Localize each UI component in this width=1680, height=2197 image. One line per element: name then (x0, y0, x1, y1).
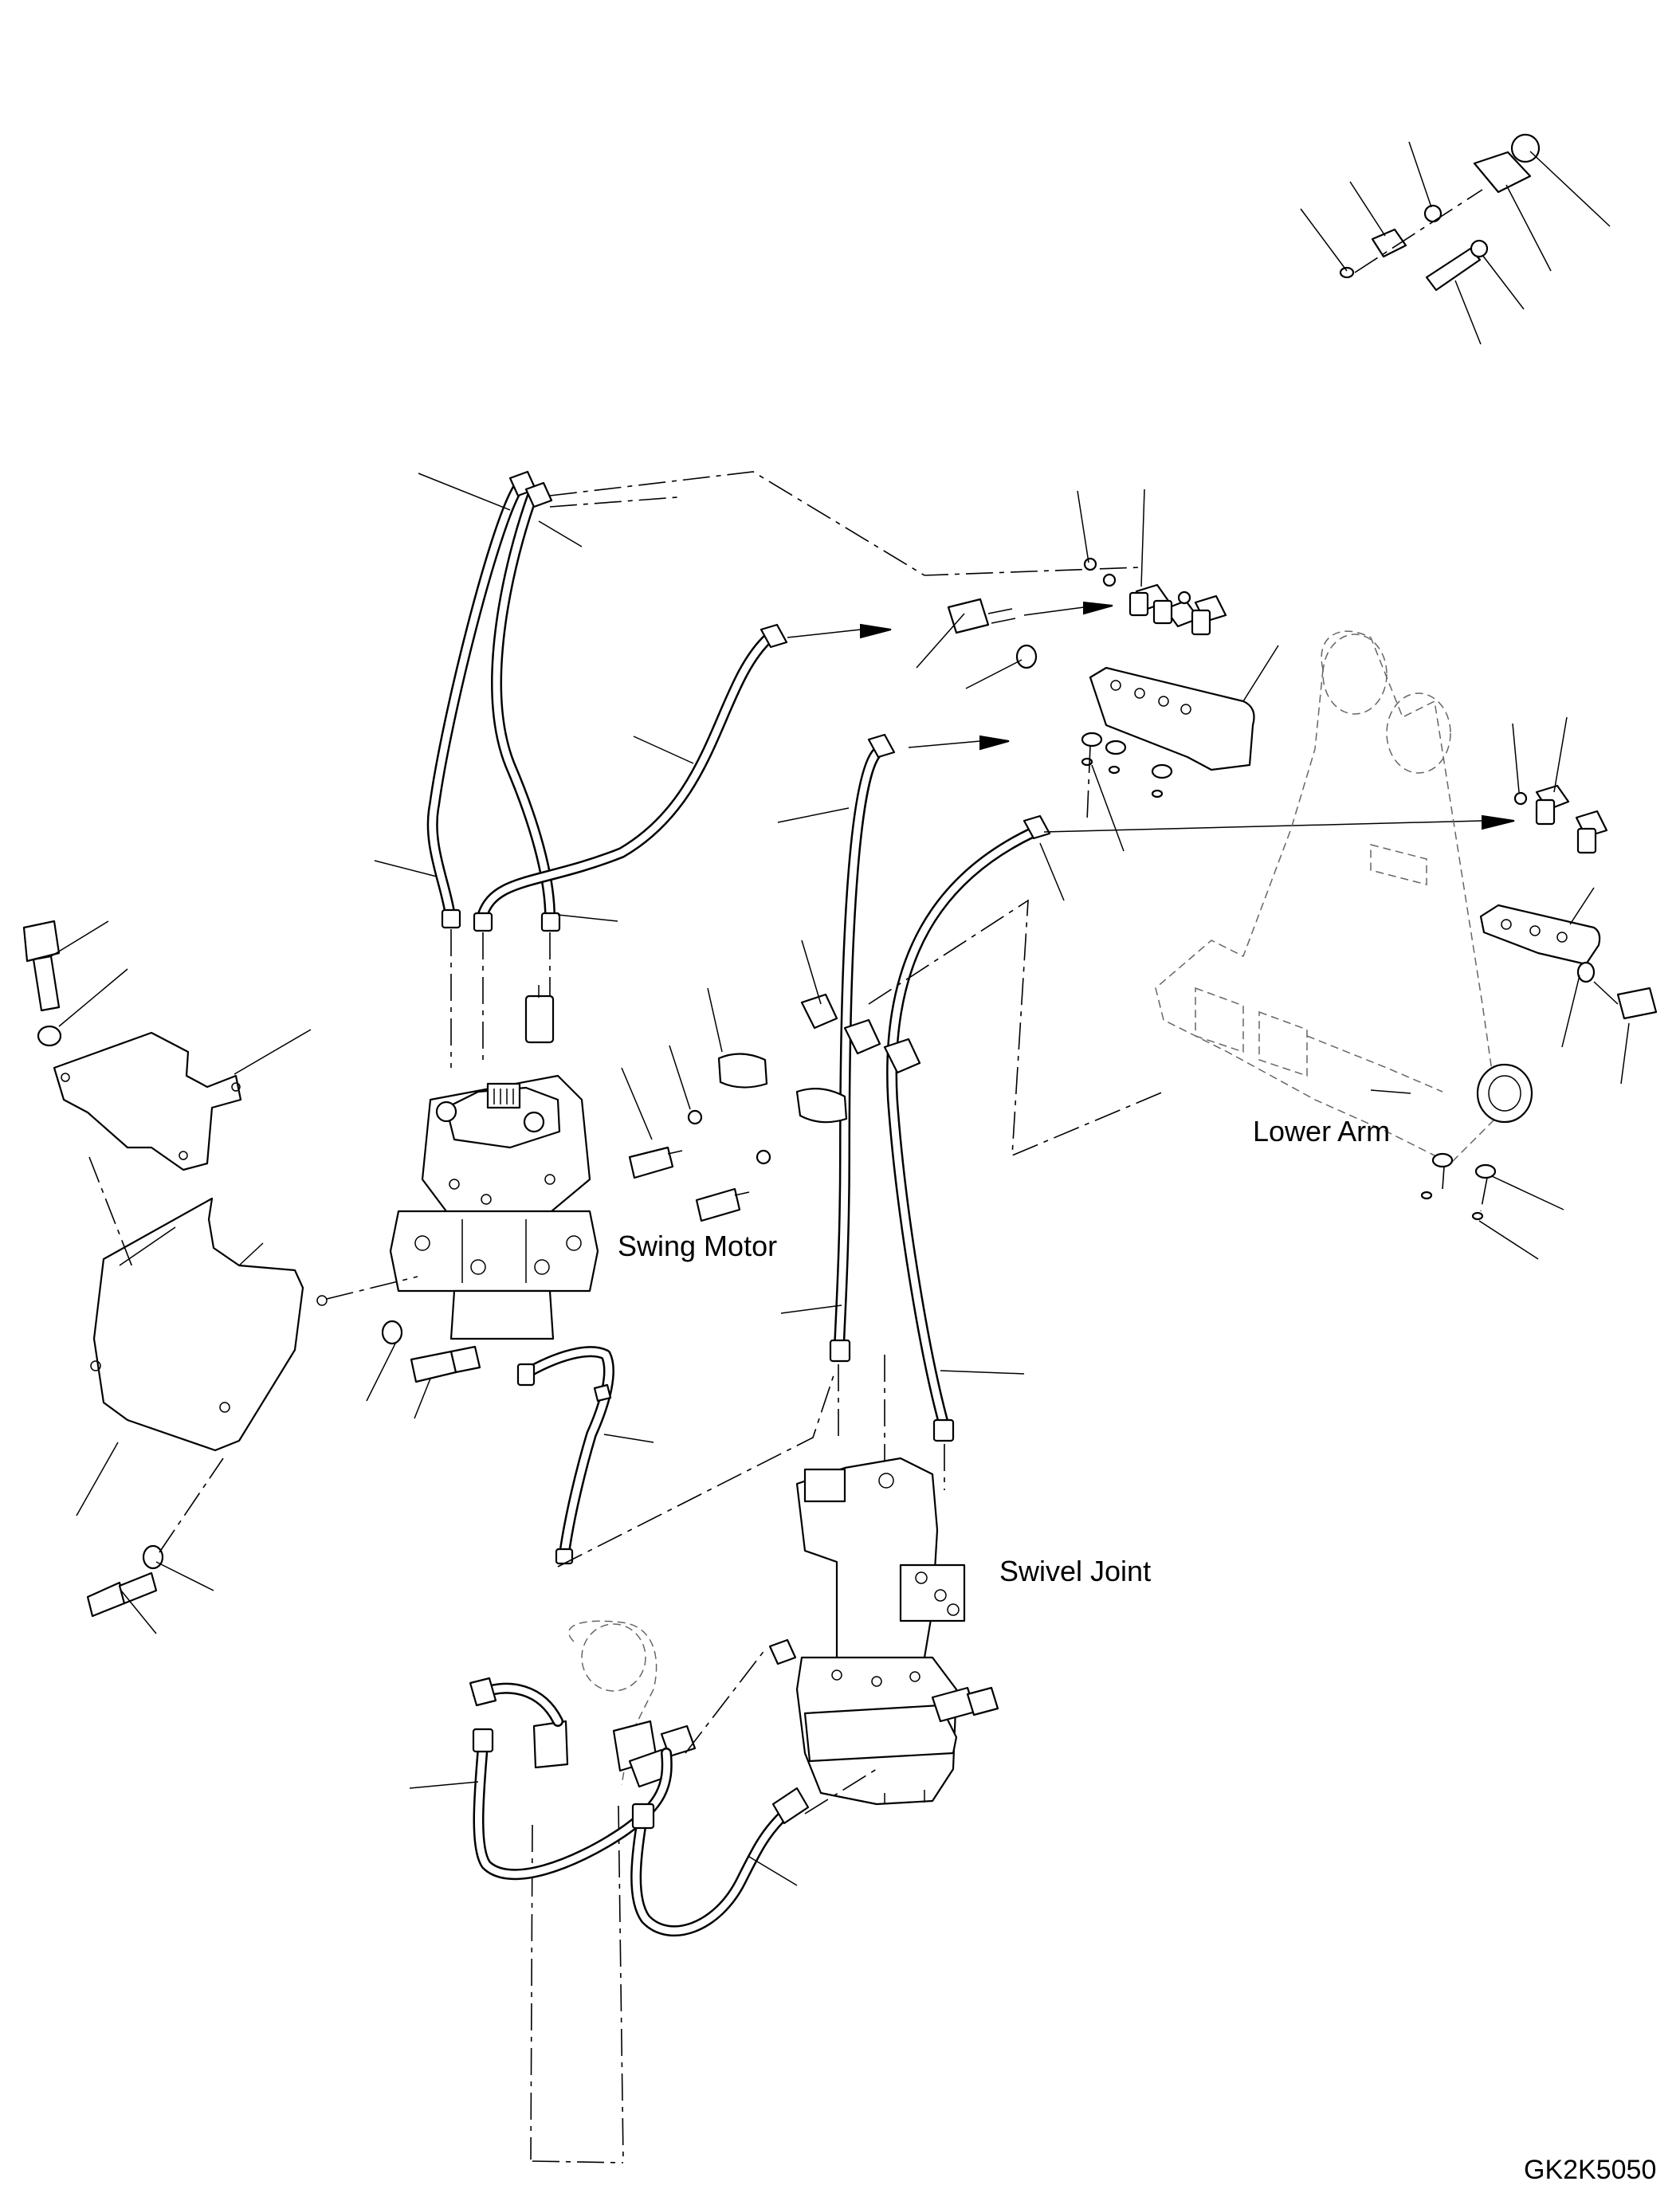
swing-motor-label: Swing Motor (618, 1230, 777, 1262)
cover-plate-group (22, 920, 481, 1634)
swivel-joint-label: Swivel Joint (999, 1555, 1151, 1587)
drawing-code: GK2K5050 (1524, 2155, 1656, 2185)
swivel-joint (768, 1457, 999, 1806)
drain-hose (516, 1346, 836, 1567)
lower-arm-ghost (1155, 630, 1533, 1164)
swing-motor (389, 985, 599, 1340)
hose-group-lower (409, 1649, 877, 1936)
fitting-detail-group (1300, 133, 1611, 345)
direction-arrows (787, 601, 1515, 833)
top-bracket-group (916, 488, 1279, 852)
hose-group-left (374, 470, 1140, 1068)
hose-group-center (777, 733, 1065, 1490)
lower-arm-label: Lower Arm (1253, 1115, 1390, 1148)
clamp-group (621, 899, 1164, 1222)
lower-boom-ghost (530, 1620, 697, 2164)
lower-right-bracket-group (1420, 716, 1658, 1260)
